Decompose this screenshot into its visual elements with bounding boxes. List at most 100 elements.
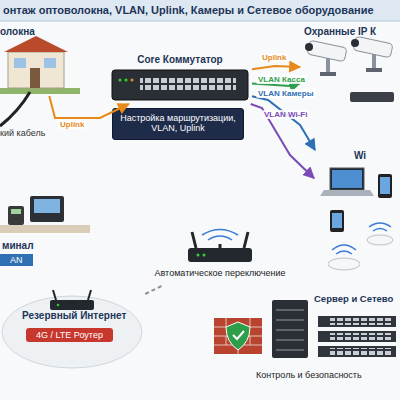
connector-label: VLAN Камеры [256,89,316,98]
server-security-illustration [214,318,262,354]
building-illustration [44,58,56,68]
backup-internet-illustration [50,300,94,310]
router-illustration [192,232,196,248]
router-caption: Автоматическое переключение [150,268,290,278]
wifi-devices-illustration [373,229,387,232]
connector-label: Uplink [260,53,288,62]
router-illustration [219,244,222,248]
switch-illustration [112,70,248,100]
wifi-devices-illustration [336,251,352,254]
server-group: Сервер и СетевоКонтроль и безопасность [210,290,400,390]
core-switch: Core Коммутатор [108,54,252,104]
building-illustration [0,88,80,94]
wifi-devices-illustration [367,235,393,245]
server-security-illustration [318,316,396,327]
building-illustration [0,36,80,94]
diagram-title: онтаж оптоволокна, VLAN, Uplink, Камеры … [3,4,374,16]
server-security-illustration [330,348,392,355]
backup-internet-illustration [53,290,56,300]
pos-terminal-illustration [30,196,64,222]
wifi-devices-illustration [320,190,374,196]
wifi-devices-illustration [332,245,356,250]
router-illustration [202,230,238,236]
pos-terminal-illustration [11,209,21,214]
connector-label: Uplink [58,120,86,129]
group-heading: олокна [0,26,35,38]
wifi-devices-illustration [378,174,392,198]
backup-internet-illustration [2,290,142,368]
pos-terminal: миналAN [0,178,100,268]
cable-label: кий кабель [0,128,45,138]
switch-heading: Core Коммутатор [108,54,252,66]
router-illustration [188,230,252,263]
camera-illustration [326,58,330,72]
node-subtext: 4G / LTE Роутер [26,328,113,342]
server-security-illustration [214,300,396,358]
node-subtext: Контроль и безопасность [256,370,362,380]
connector-line [251,104,314,178]
background [0,21,400,22]
pos-terminal-illustration [0,196,90,233]
wifi-devices-illustration [369,223,391,227]
group-heading: Сервер и Сетево [314,294,393,305]
switch-illustration [124,78,127,81]
fiber-cable [0,92,30,126]
server-security-illustration [272,300,308,358]
camera-illustration [305,36,394,102]
config-text: Настройка маршрутизации, VLAN, Uplink [113,109,243,138]
group-heading: Резервный Интернет [22,310,126,322]
pos-terminal-illustration [0,225,90,233]
wifi-devices-illustration [380,177,390,194]
router-illustration [203,254,206,257]
fiber-cable [0,92,30,126]
camera-group: Охранные IP К [300,24,400,114]
server-security-illustration [276,310,304,350]
wifi-devices-illustration [320,168,393,270]
camera-illustration [351,39,359,47]
backup-internet: Резервный Интернет 4G / LTE Роутер [0,290,145,370]
connector-line [145,286,161,294]
building-group: олокна [0,24,80,96]
wifi-devices-illustration [330,210,344,232]
connector-label: VLAN Wi-Fi [262,110,309,119]
camera-illustration [320,72,336,76]
building-illustration [4,36,68,52]
connector-line [252,96,315,150]
connector-label: VLAN Касса [256,75,307,84]
group-heading: Wi [354,150,366,162]
router-illustration [244,232,248,248]
camera-illustration [366,68,382,72]
server-security-illustration [318,331,396,342]
wifi-devices-illustration [332,213,342,228]
switch-illustration [130,78,133,81]
building-illustration [14,58,26,68]
router-illustration [188,248,252,262]
connector-line [252,66,300,69]
wifi-devices-illustration [332,170,362,188]
group-heading: минал [2,240,34,252]
background [0,0,400,21]
wifi-group: Wi [314,150,400,290]
backup-internet-illustration [57,304,60,307]
server-security-illustration [233,331,244,339]
wifi-devices-illustration [330,168,364,190]
camera-illustration [305,43,313,51]
camera-illustration [350,92,394,102]
connector-line [49,96,128,118]
router-illustration [208,236,232,240]
server-security-illustration [330,318,392,325]
building-illustration [30,68,40,88]
router-illustration [197,254,200,257]
switch-illustration [140,76,236,90]
building-illustration [8,52,64,88]
backup-internet-illustration [2,296,142,368]
server-security-illustration [318,346,396,357]
server-security-illustration [214,318,262,354]
switch-illustration [112,70,248,100]
backup-internet-illustration [88,290,91,300]
pos-terminal-illustration [8,206,24,225]
pos-terminal-illustration [34,199,60,213]
